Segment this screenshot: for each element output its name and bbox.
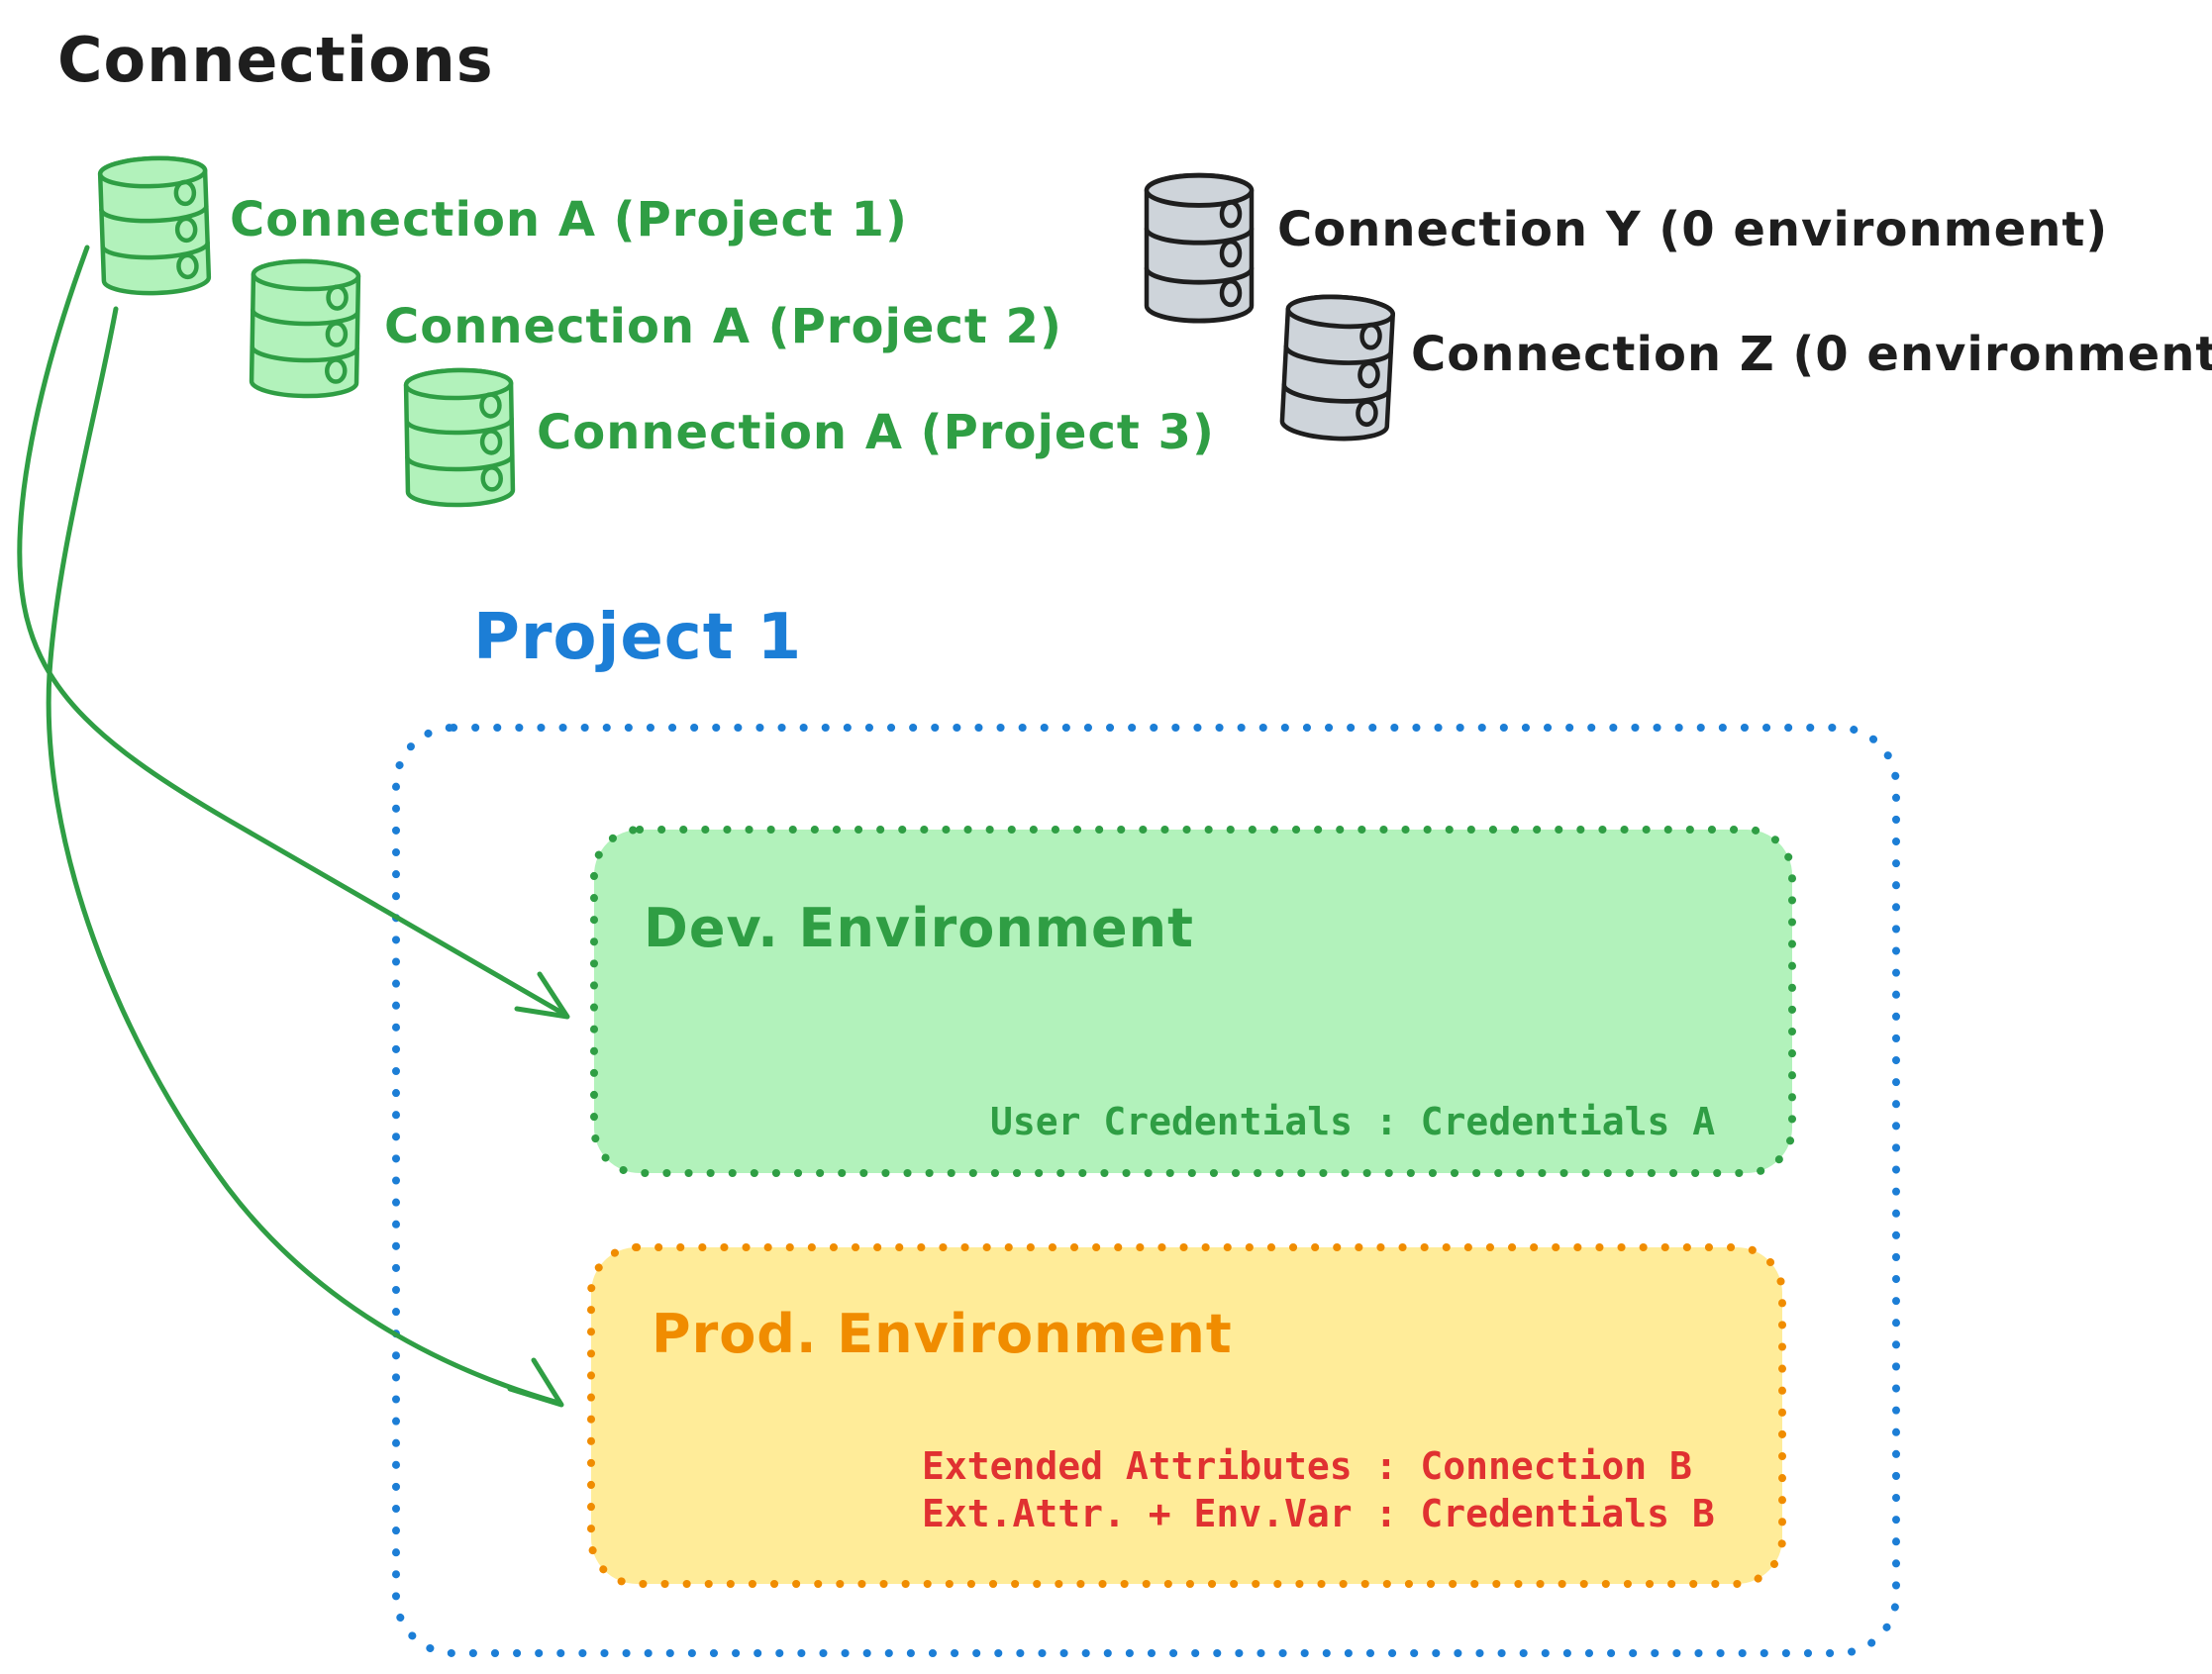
connection-z-label: Connection Z (0 environment)	[1411, 327, 2212, 382]
dev-environment-box	[590, 826, 1796, 1177]
arrow-connection-a-to-dev	[17, 245, 568, 1018]
database-icon-connection-a-project-3	[406, 369, 513, 506]
database-icon-connection-a-project-1	[100, 156, 210, 295]
connection-y-label: Connection Y (0 environment)	[1277, 202, 2109, 257]
connection-a-project-3-label: Connection A (Project 3)	[537, 405, 1215, 460]
arrowhead-to-dev-icon	[514, 971, 570, 1020]
diagram-title: Connections	[57, 24, 494, 96]
project-1-title: Project 1	[473, 601, 803, 674]
prod-extended-attributes-mapping: Extended Attributes : Connection B	[922, 1444, 1692, 1488]
dev-credentials-mapping: User Credentials : Credentials A	[990, 1100, 1716, 1143]
arrowhead-to-prod-icon	[507, 1357, 564, 1408]
dev-environment-title: Dev. Environment	[644, 897, 1194, 959]
arrow-connection-a-to-prod	[46, 306, 561, 1406]
database-icon-connection-y	[1147, 175, 1252, 321]
database-icon-connection-z	[1281, 294, 1393, 441]
prod-env-var-mapping: Ext.Attr. + Env.Var : Credentials B	[922, 1492, 1715, 1535]
connection-a-project-2-label: Connection A (Project 2)	[384, 299, 1062, 354]
prod-environment-title: Prod. Environment	[652, 1303, 1233, 1365]
project-1-box-border	[392, 724, 1900, 1657]
database-icon-connection-a-project-2	[251, 260, 358, 397]
prod-environment-box	[587, 1243, 1786, 1588]
connection-a-project-1-label: Connection A (Project 1)	[230, 192, 908, 247]
